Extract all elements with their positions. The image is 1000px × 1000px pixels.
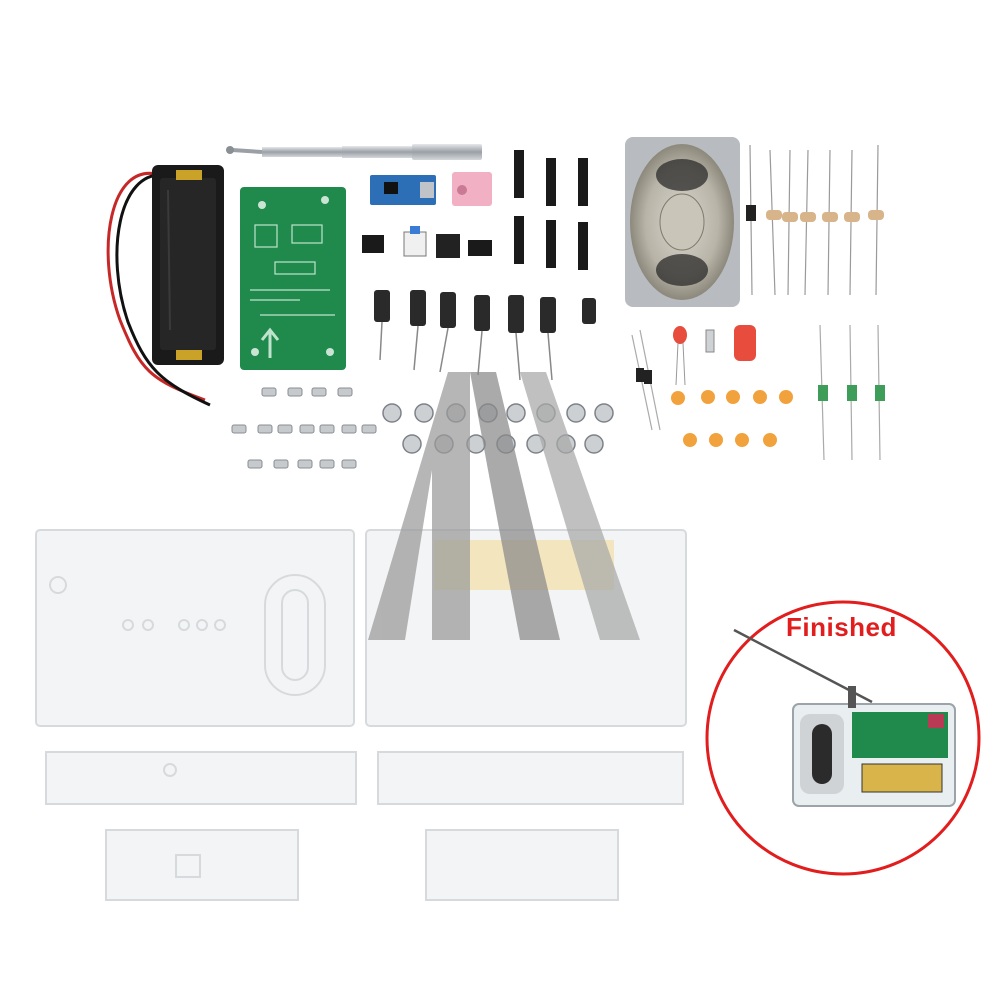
screws [231,387,377,469]
resistors [746,144,884,296]
finished-label: Finished [786,612,897,642]
electrolytic-capacitors [374,290,596,381]
tactile-buttons [514,150,588,270]
battery-holder [106,165,224,407]
panel-details [49,574,326,878]
audio-jack [452,172,492,206]
letter-m-logo [368,372,640,640]
fm-radio-pcb [240,187,346,370]
small-components [631,324,885,461]
ic-chips [362,226,492,258]
usb-charge-module [370,175,436,205]
telescopic-antenna [226,144,482,160]
finished-callout [705,600,981,876]
speaker [625,137,740,307]
